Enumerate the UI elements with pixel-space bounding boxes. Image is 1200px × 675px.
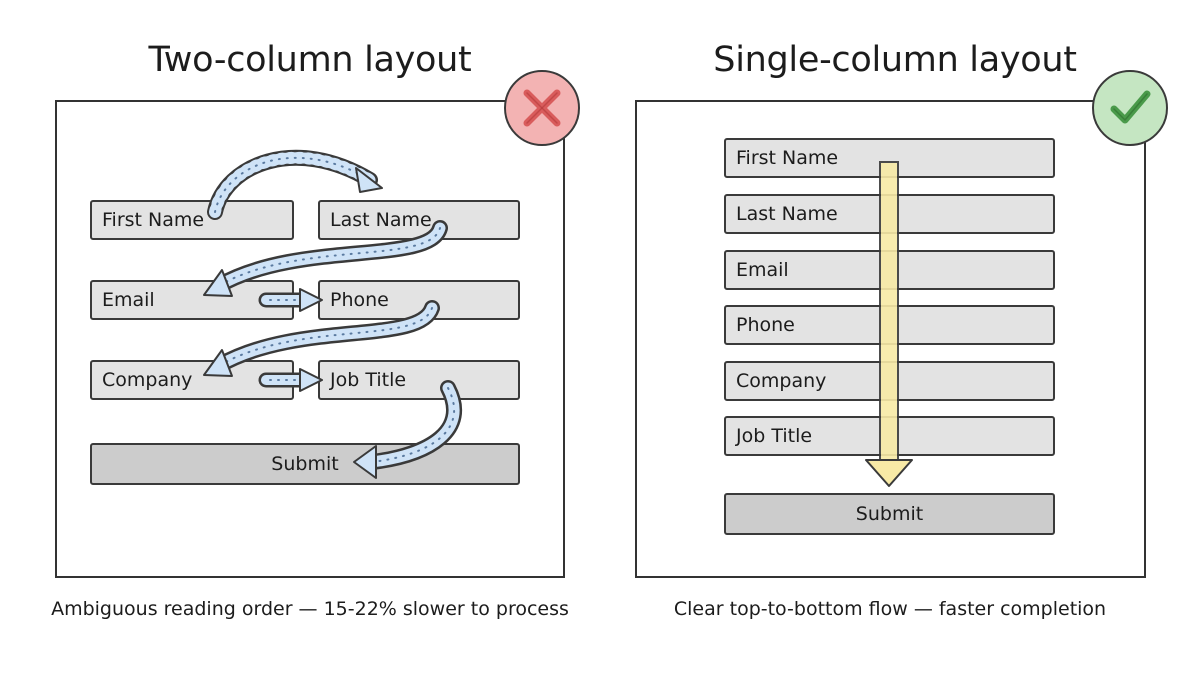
- right-email-field: Email: [724, 250, 1055, 290]
- left-form-frame: [55, 100, 565, 578]
- left-email-field: Email: [90, 280, 294, 320]
- left-company-field: Company: [90, 360, 294, 400]
- right-first-name-field: First Name: [724, 138, 1055, 178]
- right-job-title-field: Job Title: [724, 416, 1055, 456]
- right-badge: [1092, 70, 1168, 146]
- right-phone-field: Phone: [724, 305, 1055, 345]
- right-submit-button: Submit: [724, 493, 1055, 535]
- left-submit-button: Submit: [90, 443, 520, 485]
- left-badge: [504, 70, 580, 146]
- right-company-field: Company: [724, 361, 1055, 401]
- x-mark-icon: [523, 89, 561, 127]
- right-last-name-field: Last Name: [724, 194, 1055, 234]
- right-caption: Clear top-to-bottom flow — faster comple…: [673, 598, 1107, 620]
- left-caption: Ambiguous reading order — 15-22% slower …: [51, 598, 569, 620]
- left-first-name-field: First Name: [90, 200, 294, 240]
- left-job-title-field: Job Title: [318, 360, 520, 400]
- right-title: Single-column layout: [713, 40, 1077, 80]
- left-phone-field: Phone: [318, 280, 520, 320]
- left-last-name-field: Last Name: [318, 200, 520, 240]
- left-title: Two-column layout: [148, 40, 472, 80]
- check-mark-icon: [1110, 90, 1151, 124]
